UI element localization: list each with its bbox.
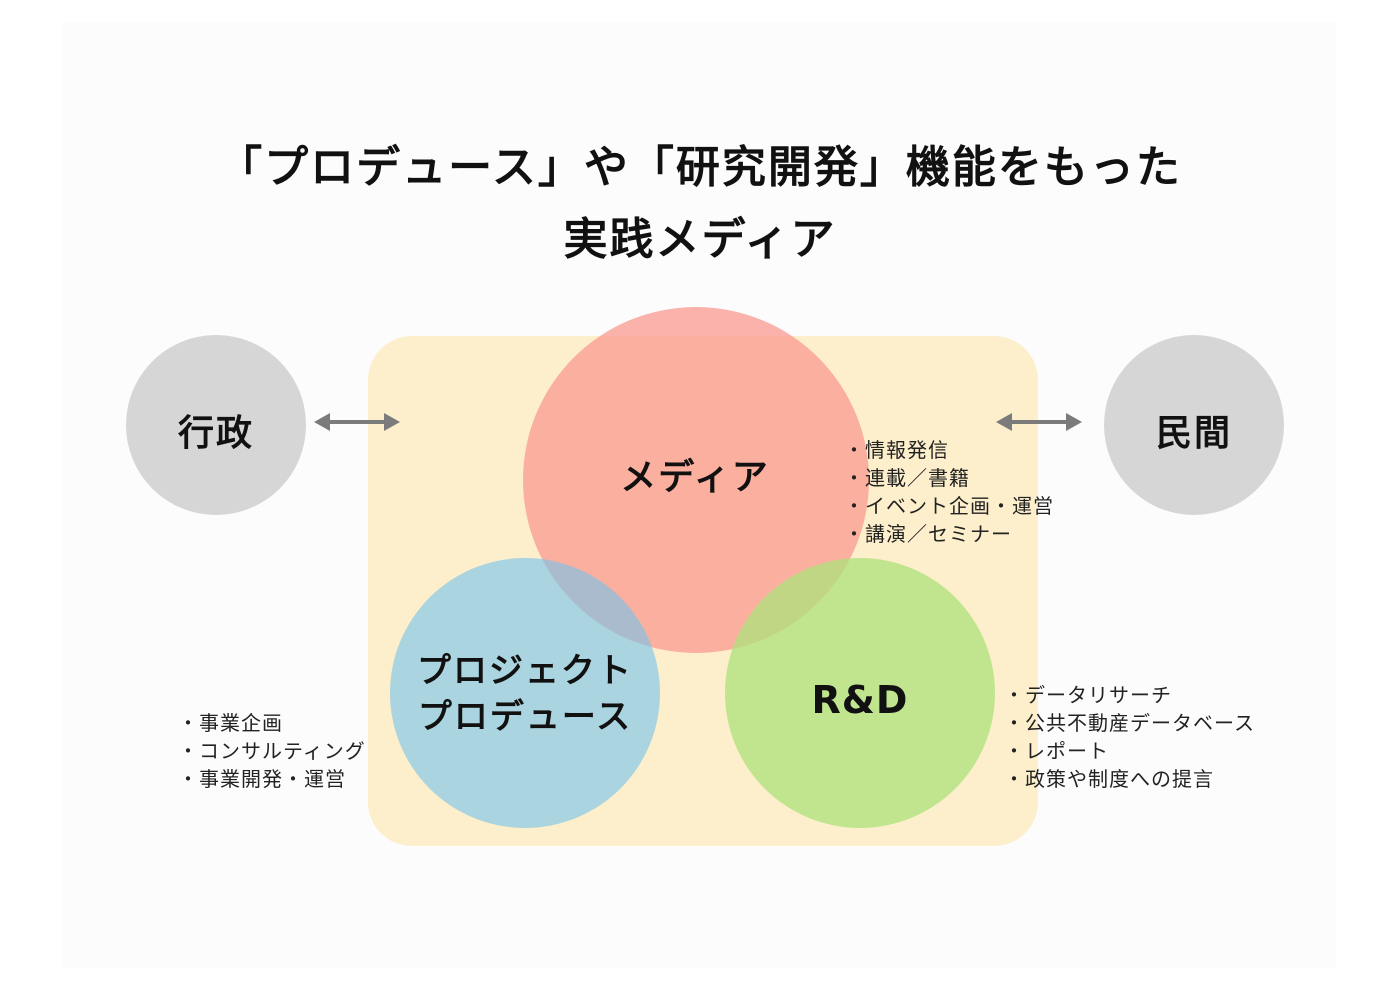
title-line-1: 「プロデュース」や「研究開発」機能をもった [218, 142, 1182, 193]
rd-bullet-list: ・データリサーチ ・公共不動産データベース ・レポート ・政策や制度への提言 [1004, 681, 1255, 793]
list-item: ・公共不動産データベース [1004, 711, 1255, 735]
list-item: ・連載／書籍 [844, 466, 970, 490]
government-circle [126, 335, 306, 515]
project-label-line-2: プロデュース [417, 697, 633, 737]
project-produce-circle [390, 558, 660, 828]
media-label: メディア [620, 457, 770, 498]
page-title: 「プロデュース」や「研究開発」機能をもった 実践メディア [0, 132, 1400, 276]
double-headed-arrow-icon [996, 413, 1082, 431]
list-item: ・コンサルティング [178, 739, 366, 763]
list-item: ・レポート [1004, 739, 1109, 763]
rd-label: R&D [811, 678, 909, 722]
project-bullet-list: ・事業企画 ・コンサルティング ・事業開発・運営 [178, 709, 366, 793]
list-item: ・イベント企画・運営 [844, 494, 1054, 518]
rd-circle [725, 558, 995, 828]
private-sector-label: 民間 [1155, 413, 1232, 454]
double-headed-arrow-icon [314, 413, 400, 431]
project-produce-label: プロジェクト プロデュース [395, 648, 655, 740]
government-label: 行政 [177, 413, 254, 454]
private-sector-circle [1104, 335, 1284, 515]
list-item: ・事業開発・運営 [178, 767, 346, 791]
list-item: ・データリサーチ [1004, 683, 1172, 707]
title-line-2: 実践メディア [563, 214, 837, 265]
media-bullet-list: ・情報発信 ・連載／書籍 ・イベント企画・運営 ・講演／セミナー [844, 436, 1054, 548]
project-label-line-1: プロジェクト [417, 651, 633, 691]
list-item: ・情報発信 [844, 438, 949, 462]
list-item: ・講演／セミナー [844, 522, 1012, 546]
list-item: ・政策や制度への提言 [1004, 767, 1214, 791]
list-item: ・事業企画 [178, 711, 283, 735]
